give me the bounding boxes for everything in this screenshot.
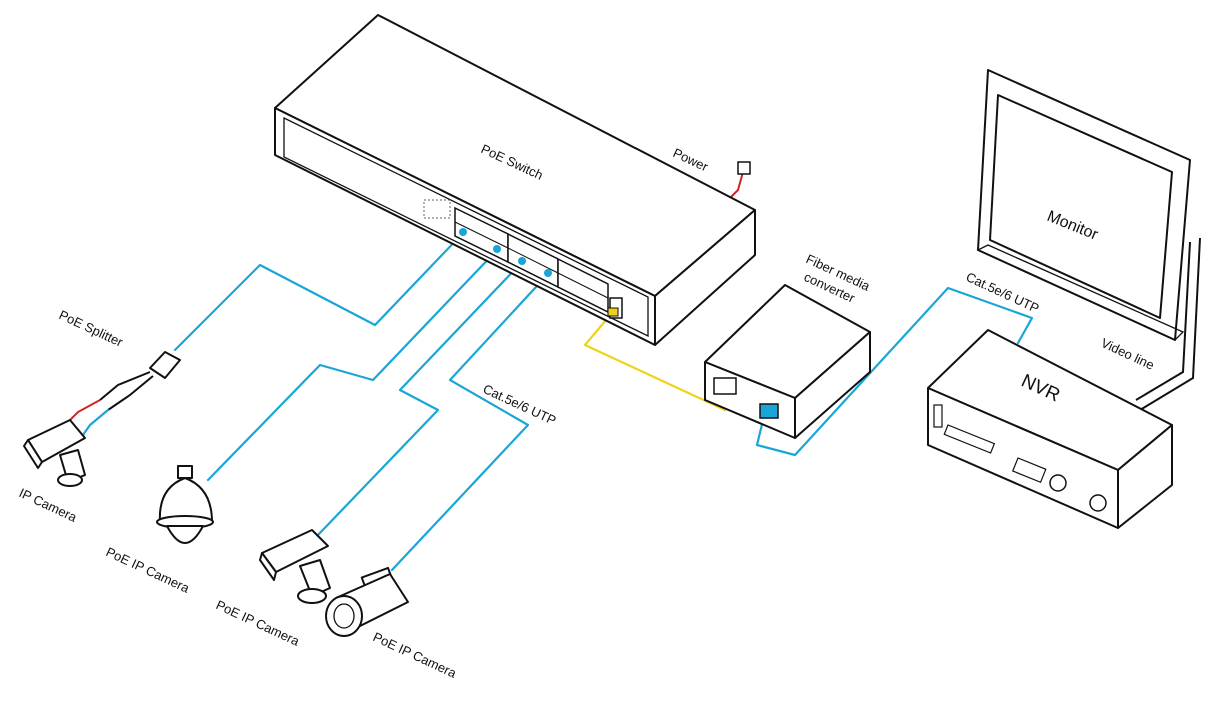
port-connector bbox=[493, 245, 501, 253]
sfp-port-connector bbox=[607, 307, 619, 317]
poe-ip-camera-bullet: PoE IP Camera bbox=[325, 566, 460, 681]
switch-side bbox=[654, 209, 756, 346]
cable-fiber-converter-to-nvr bbox=[755, 286, 1034, 457]
cable-switch-to-bullet-camera bbox=[390, 272, 550, 572]
ip-camera-label: IP Camera bbox=[17, 485, 80, 525]
nvr-knob bbox=[1089, 494, 1107, 512]
nvr: NVR bbox=[927, 329, 1173, 529]
cable-switch-to-box-camera bbox=[316, 260, 524, 537]
uplink-cable-label: Cat.5e/6 UTP bbox=[964, 269, 1042, 316]
cable-video-line bbox=[1139, 237, 1201, 411]
port-connector bbox=[544, 269, 552, 277]
switch-vent bbox=[423, 199, 451, 219]
fiber-media-converter: Fiber media converter bbox=[704, 251, 873, 439]
converter-fiber-port bbox=[759, 403, 779, 419]
cable-switch-to-splitter bbox=[173, 231, 465, 352]
ip-camera: IP Camera bbox=[17, 419, 86, 525]
nvr-knob bbox=[1049, 474, 1067, 492]
poe-switch: PoE Switch Power bbox=[274, 14, 756, 346]
bullet-camera-label: PoE IP Camera bbox=[371, 629, 460, 681]
cables bbox=[173, 171, 1201, 572]
video-line-label: Video line bbox=[1099, 335, 1157, 373]
poe-ip-camera-box: PoE IP Camera bbox=[214, 529, 331, 649]
converter-rj45-port bbox=[713, 377, 737, 395]
port-connector bbox=[518, 257, 526, 265]
nvr-power-button bbox=[933, 404, 943, 428]
box-camera-label: PoE IP Camera bbox=[214, 597, 303, 649]
power-socket-icon bbox=[737, 161, 751, 175]
cable-power bbox=[727, 171, 744, 201]
poe-ip-camera-dome: PoE IP Camera bbox=[104, 465, 214, 596]
cable-switch-to-dome-camera bbox=[206, 248, 499, 482]
port-connector bbox=[459, 228, 467, 236]
monitor: Monitor bbox=[976, 69, 1191, 341]
poe-splitter-label: PoE Splitter bbox=[57, 307, 126, 350]
nvr-buttons bbox=[1011, 457, 1047, 483]
poe-splitter: PoE Splitter bbox=[57, 307, 181, 444]
cable-switch-to-fiber-converter bbox=[583, 311, 727, 412]
nvr-front-slot bbox=[943, 424, 996, 454]
dome-camera-label: PoE IP Camera bbox=[104, 544, 193, 596]
